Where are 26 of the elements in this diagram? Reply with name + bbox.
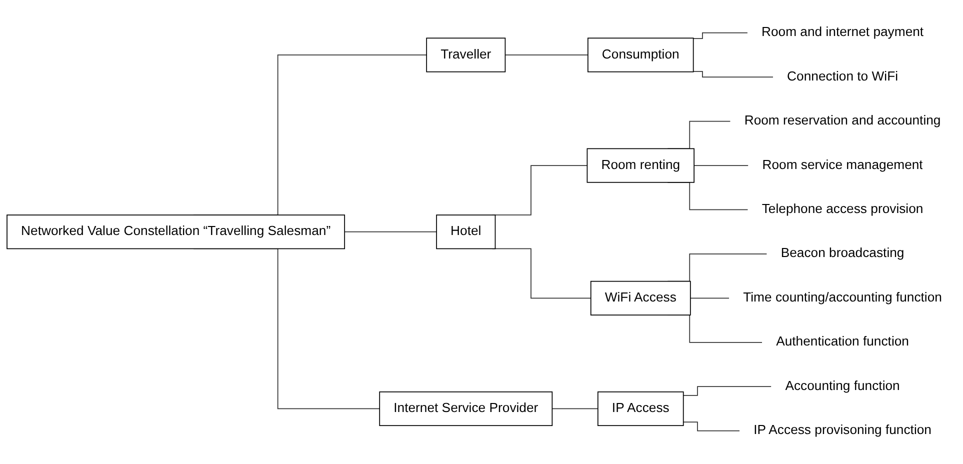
node-text: Telephone access provision (762, 202, 924, 217)
connector (682, 386, 772, 396)
node-text: IP Access provisoning function (754, 422, 932, 438)
node-box: Consumption (587, 38, 694, 72)
node-box: Hotel (436, 214, 496, 250)
connector (504, 54, 588, 56)
connector (694, 165, 749, 166)
node-box: IP Access (597, 392, 684, 426)
connector (692, 71, 774, 78)
node-box: WiFi Access (590, 281, 691, 316)
node-text: Room service management (762, 158, 923, 172)
node-text: Room and internet payment (761, 24, 924, 40)
connector (682, 422, 740, 432)
node-box: Traveller (426, 38, 506, 72)
node-text: Accounting function (785, 378, 900, 394)
connector (690, 298, 730, 299)
connector (692, 32, 748, 40)
node-box: Room renting (586, 148, 694, 183)
node-text: Beacon broadcasting (780, 246, 904, 261)
node-box: Networked Value Constellation “Travelling Salesman” (6, 214, 346, 250)
node-text: Authentication function (776, 334, 909, 350)
node-text: Room reservation and accounting (744, 113, 941, 128)
node-text: Connection to WiFi (787, 69, 898, 84)
connector (552, 408, 598, 410)
node-text: Time counting/accounting function (743, 290, 942, 306)
node-box: Internet Service Provider (379, 392, 553, 426)
